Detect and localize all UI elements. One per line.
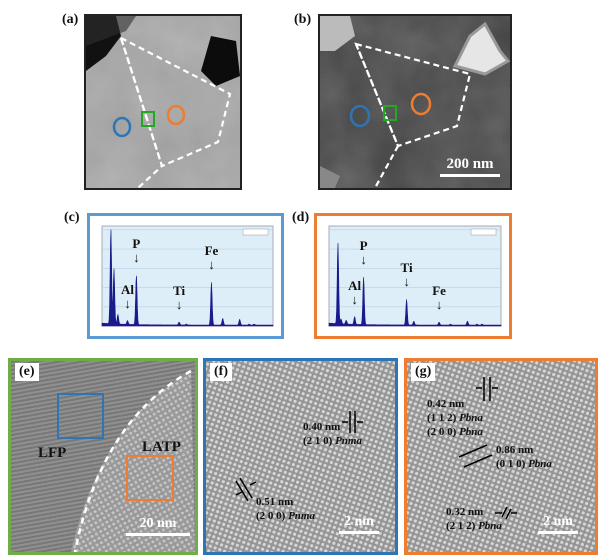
orange-circle-marker <box>410 92 432 116</box>
space-group: Pnma <box>288 510 315 522</box>
arrow-down-icon: ↓ <box>208 257 215 273</box>
latp-region-label: LATP <box>142 439 181 455</box>
spectrum-plot <box>328 225 502 327</box>
plane-index: (2 1 2) <box>446 520 476 532</box>
panel-a-label: (a) <box>62 12 79 27</box>
blue-circle-marker <box>349 104 371 128</box>
plot-area <box>328 225 502 327</box>
tem-image-b: 200 nm <box>318 14 512 190</box>
plane-index: (2 0 0) <box>256 510 286 522</box>
peak-label-al: Al↓ <box>112 282 142 310</box>
scale-bar-label: 200 nm <box>446 156 494 172</box>
hrtem-image-e: (e) LFP LATP 20 nm <box>8 358 198 555</box>
scale-bar-g: 2 nm <box>538 514 578 534</box>
tem-image-a <box>84 14 242 190</box>
peak-label-fe: Fe↓ <box>196 243 226 271</box>
lattice-annotation-010: 0.86 nm (0 1 0) Pbna <box>496 443 552 471</box>
space-group: Pbna <box>528 458 552 470</box>
plane-index: (2 1 0) <box>303 435 333 447</box>
green-square-marker <box>141 111 155 127</box>
scale-bar-b: 200 nm <box>440 156 500 177</box>
peak-label-ti: Ti↓ <box>164 283 194 311</box>
lfp-region-label: LFP <box>38 445 67 461</box>
blue-circle-marker <box>112 116 132 138</box>
element-symbol: Ti <box>400 260 413 276</box>
peak-label-p: P↓ <box>349 238 379 266</box>
d-spacing: 0.40 nm <box>303 421 341 433</box>
scale-bar-label: 2 nm <box>344 514 374 529</box>
lattice-annotation-210: 0.40 nm (2 1 0) Pnma <box>303 420 362 448</box>
arrow-down-icon: ↓ <box>435 297 443 313</box>
panel-b-label: (b) <box>294 12 312 27</box>
panel-e-label: (e) <box>15 363 39 381</box>
panel-g-label: (g) <box>411 363 436 381</box>
orange-square-marker <box>126 455 174 501</box>
d-spacing: 0.51 nm <box>256 496 294 508</box>
hrtem-image-f: (f) 0.40 nm (2 1 0) Pnma 0.51 nm (2 0 0)… <box>203 358 398 555</box>
d-spacing: 0.32 nm <box>446 506 484 518</box>
plane-index: (2 0 0) <box>427 426 457 438</box>
peak-label-al: Al↓ <box>340 278 370 306</box>
element-symbol: Al <box>348 278 362 294</box>
arrow-down-icon: ↓ <box>133 250 140 266</box>
element-symbol: Ti <box>173 283 186 299</box>
arrow-down-icon: ↓ <box>360 252 367 268</box>
spectrum-trace <box>328 242 502 327</box>
arrow-down-icon: ↓ <box>124 296 131 312</box>
arrow-down-icon: ↓ <box>351 292 358 308</box>
element-symbol: Al <box>120 282 134 298</box>
peak-label-fe: Fe↓ <box>424 283 454 311</box>
element-symbol: P <box>132 236 141 252</box>
element-symbol: Fe <box>204 243 219 259</box>
peak-label-p: P↓ <box>121 236 151 264</box>
arrow-down-icon: ↓ <box>403 274 410 290</box>
plane-index: (0 1 0) <box>496 458 526 470</box>
scale-bar-e: 20 nm <box>126 516 190 536</box>
panel-f-label: (f) <box>210 363 232 381</box>
spectrum-plot <box>101 225 274 327</box>
d-spacing: 0.86 nm <box>496 444 534 456</box>
blue-square-marker <box>57 393 104 439</box>
legend-box <box>242 228 269 236</box>
space-group: Pbna <box>459 412 483 424</box>
arrow-down-icon: ↓ <box>175 297 183 313</box>
plane-index: (1 1 2) <box>427 412 457 424</box>
scale-bar-label: 2 nm <box>543 514 573 529</box>
space-group: Pnma <box>335 435 362 447</box>
scale-bar-label: 20 nm <box>139 516 177 531</box>
legend-box <box>470 228 497 236</box>
eds-spectrum-d: Al↓P↓Ti↓Fe↓ <box>314 213 512 339</box>
lattice-annotation-112: 0.42 nm (1 1 2) Pbna (2 0 0) Pbna <box>427 397 483 439</box>
peak-label-ti: Ti↓ <box>392 260 422 288</box>
green-square-marker <box>383 105 397 121</box>
lattice-annotation-200: 0.51 nm (2 0 0) Pnma <box>256 495 315 523</box>
hrtem-image-g: (g) 0.42 nm (1 1 2) Pbna (2 0 0) Pbna 0.… <box>404 358 598 555</box>
lattice-annotation-212: 0.32 nm (2 1 2) Pbna <box>446 505 502 533</box>
eds-spectrum-c: Al↓P↓Ti↓Fe↓ <box>87 213 284 339</box>
space-group: Pbna <box>459 426 483 438</box>
space-group: Pbna <box>478 520 502 532</box>
panel-d-label: (d) <box>292 210 310 225</box>
element-symbol: Fe <box>432 283 446 299</box>
orange-circle-marker <box>166 104 186 126</box>
scale-bar-f: 2 nm <box>339 514 379 534</box>
d-spacing: 0.42 nm <box>427 398 465 410</box>
panel-c-label: (c) <box>64 210 80 225</box>
element-symbol: P <box>359 238 368 254</box>
spectrum-trace <box>101 229 274 327</box>
